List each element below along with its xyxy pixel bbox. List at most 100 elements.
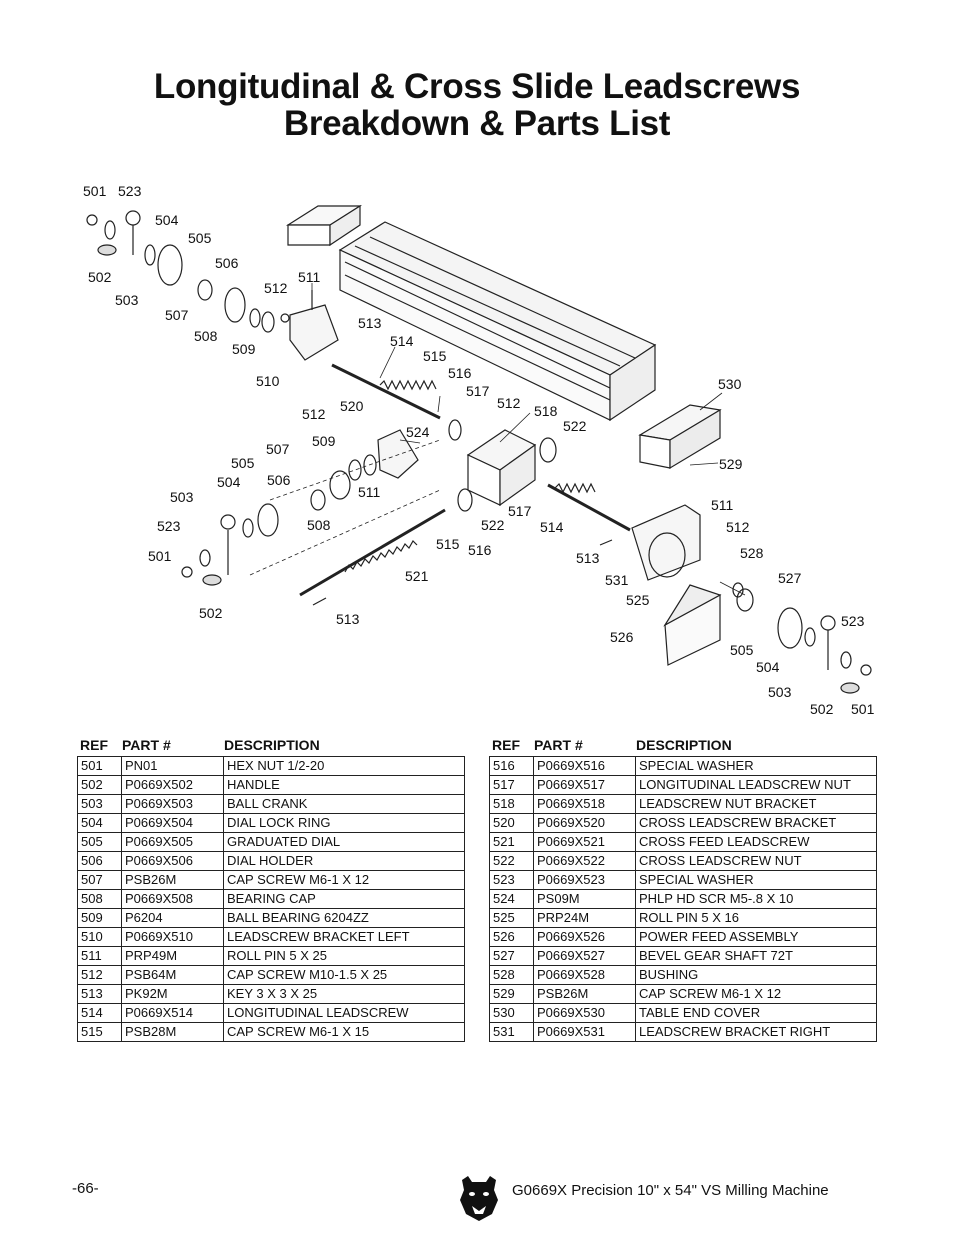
description-cell: BALL CRANK — [223, 794, 465, 814]
description-cell: CROSS FEED LEADSCREW — [635, 832, 877, 852]
table-body — [338, 221, 657, 422]
callout: 512 — [497, 395, 521, 411]
callout: 525 — [626, 592, 650, 608]
part-number-cell: PRP49M — [121, 946, 224, 966]
leadscrew-nut-bracket — [448, 419, 557, 512]
ref-cell: 510 — [77, 927, 122, 947]
callout: 501 — [851, 701, 875, 717]
callout: 516 — [448, 365, 472, 381]
title-line-2: Breakdown & Parts List — [283, 104, 671, 143]
page-title: Longitudinal & Cross Slide Leadscrews Br… — [0, 68, 954, 142]
description-cell: BEVEL GEAR SHAFT 72T — [635, 946, 877, 966]
description-cell: BEARING CAP — [223, 889, 465, 909]
description-cell: ROLL PIN 5 X 16 — [635, 908, 877, 928]
ref-cell: 511 — [77, 946, 122, 966]
description-cell: BUSHING — [635, 965, 877, 985]
header-ref: REF — [80, 737, 108, 753]
description-cell: CAP SCREW M6-1 X 15 — [223, 1022, 465, 1042]
ref-cell: 520 — [489, 813, 534, 833]
description-cell: CAP SCREW M6-1 X 12 — [223, 870, 465, 890]
ref-cell: 516 — [489, 756, 534, 776]
part-number-cell: P0669X514 — [121, 1003, 224, 1023]
part-number-cell: P0669X526 — [533, 927, 636, 947]
part-number-cell: P0669X518 — [533, 794, 636, 814]
callout: 511 — [298, 269, 321, 285]
callout: 513 — [336, 611, 360, 627]
callout: 526 — [610, 629, 634, 645]
description-cell: PHLP HD SCR M5-.8 X 10 — [635, 889, 877, 909]
ref-cell: 529 — [489, 984, 534, 1004]
part-number-cell: PSB28M — [121, 1022, 224, 1042]
part-number-cell: PSB26M — [533, 984, 636, 1004]
callout: 503 — [170, 489, 194, 505]
callout: 518 — [534, 403, 558, 419]
callout: 501 — [148, 548, 172, 564]
ref-cell: 521 — [489, 832, 534, 852]
header-description: DESCRIPTION — [224, 737, 320, 753]
description-cell: HEX NUT 1/2-20 — [223, 756, 465, 776]
callout: 504 — [155, 212, 179, 228]
callout: 523 — [118, 183, 142, 199]
callout: 512 — [726, 519, 750, 535]
description-cell: LEADSCREW BRACKET RIGHT — [635, 1022, 877, 1042]
part-number-cell: P0669X520 — [533, 813, 636, 833]
header-part: PART # — [534, 737, 583, 753]
bear-logo-icon — [460, 1176, 498, 1221]
description-cell: POWER FEED ASSEMBLY — [635, 927, 877, 947]
callout: 502 — [88, 269, 112, 285]
callout: 529 — [719, 456, 743, 472]
callout: 516 — [468, 542, 492, 558]
table-header: REF PART # DESCRIPTION — [77, 734, 465, 756]
part-number-cell: P0669X506 — [121, 851, 224, 871]
ref-cell: 524 — [489, 889, 534, 909]
description-cell: CROSS LEADSCREW NUT — [635, 851, 877, 871]
cross-feed-leadscrew — [299, 508, 446, 606]
ref-cell: 517 — [489, 775, 534, 795]
longitudinal-leadscrew — [331, 363, 441, 420]
part-number-cell: PSB64M — [121, 965, 224, 985]
part-number-cell: P0669X531 — [533, 1022, 636, 1042]
callout: 512 — [264, 280, 288, 296]
callout: 513 — [576, 550, 600, 566]
part-number-cell: P0669X527 — [533, 946, 636, 966]
description-cell: SPECIAL WASHER — [635, 756, 877, 776]
header-part: PART # — [122, 737, 171, 753]
callout: 508 — [194, 328, 218, 344]
ref-cell: 504 — [77, 813, 122, 833]
left-crank-assembly — [86, 210, 339, 361]
description-cell: CAP SCREW M6-1 X 12 — [635, 984, 877, 1004]
end-cover-left — [285, 204, 363, 247]
callout: 508 — [307, 517, 331, 533]
callout: 506 — [267, 472, 291, 488]
callout: 528 — [740, 545, 764, 561]
title-line-1: Longitudinal & Cross Slide Leadscrews — [153, 67, 801, 106]
description-cell: SPECIAL WASHER — [635, 870, 877, 890]
part-number-cell: PK92M — [121, 984, 224, 1004]
part-number-cell: PSB26M — [121, 870, 224, 890]
ref-cell: 518 — [489, 794, 534, 814]
part-number-cell: P0669X522 — [533, 851, 636, 871]
part-number-cell: P0669X504 — [121, 813, 224, 833]
callout: 505 — [730, 642, 754, 658]
table-header: REF PART # DESCRIPTION — [489, 734, 877, 756]
ref-cell: 509 — [77, 908, 122, 928]
